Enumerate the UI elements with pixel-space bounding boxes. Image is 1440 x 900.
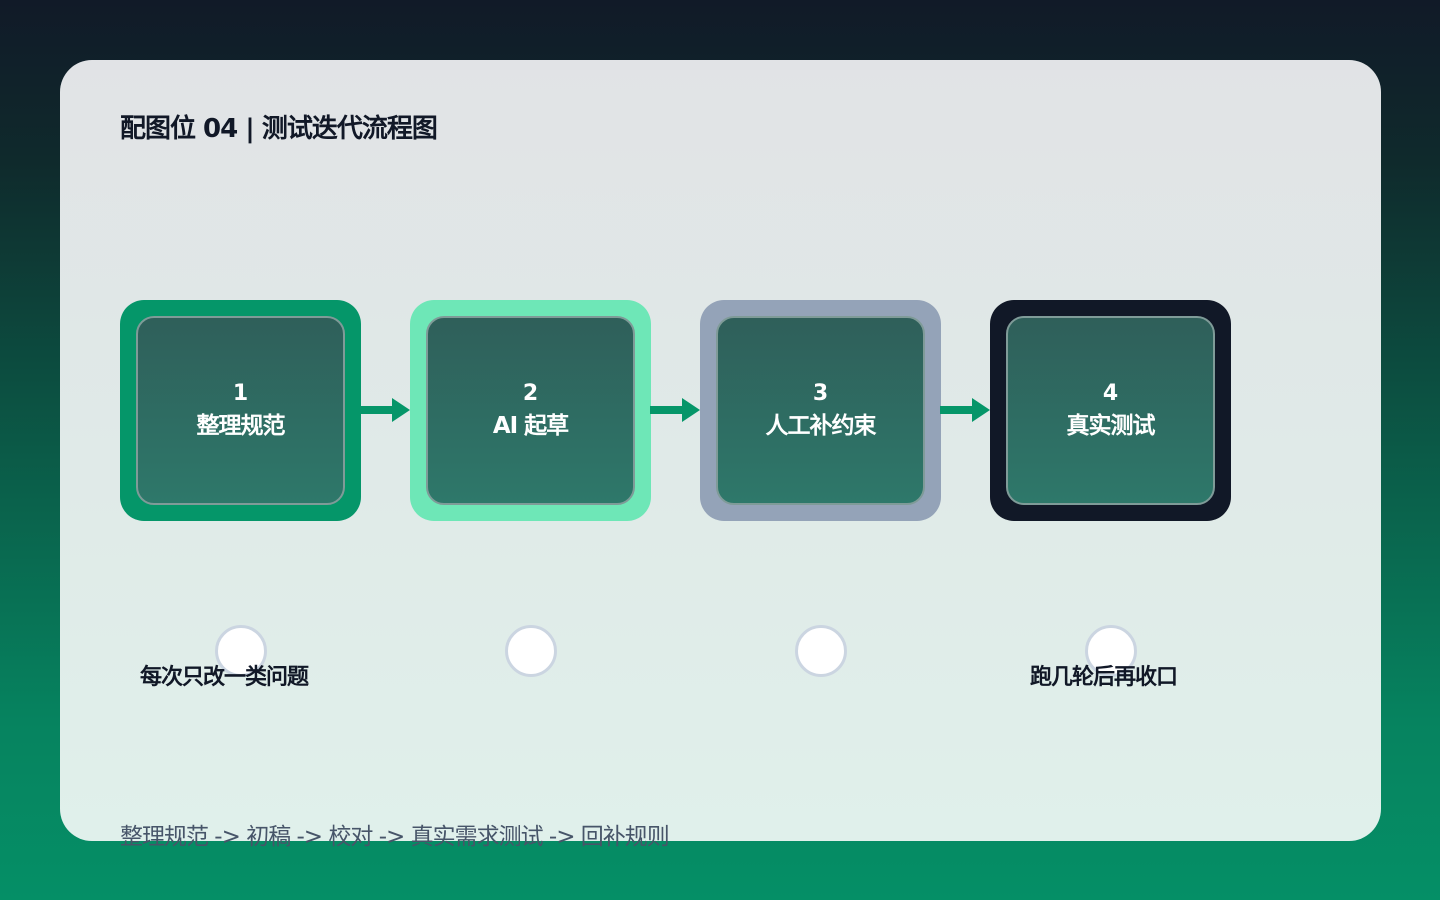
flow-summary: 整理规范 -> 初稿 -> 校对 -> 真实需求测试 -> 回补规则	[120, 824, 670, 850]
step-1: 1 整理规范	[120, 300, 361, 521]
diagram-title: 配图位 04 | 测试迭代流程图	[120, 114, 438, 144]
step-2: 2 AI 起草	[410, 300, 651, 521]
step-label: AI 起草	[492, 412, 569, 439]
step-label: 整理规范	[196, 412, 286, 439]
note-left: 每次只改一类问题	[140, 665, 309, 690]
step-number: 3	[812, 380, 829, 406]
arrow-icon	[650, 398, 700, 422]
step-number: 4	[1102, 380, 1119, 406]
arrow-icon	[940, 398, 990, 422]
arrow-icon	[360, 398, 410, 422]
note-right: 跑几轮后再收口	[1030, 665, 1178, 690]
step-label: 人工补约束	[765, 412, 877, 439]
marker-dot-3	[795, 625, 847, 677]
step-number: 1	[232, 380, 249, 406]
marker-dot-4	[1085, 625, 1137, 677]
marker-dot-2	[505, 625, 557, 677]
marker-dot-1	[215, 625, 267, 677]
step-label: 真实测试	[1066, 412, 1156, 439]
step-3: 3 人工补约束	[700, 300, 941, 521]
step-number: 2	[522, 380, 539, 406]
step-4: 4 真实测试	[990, 300, 1231, 521]
